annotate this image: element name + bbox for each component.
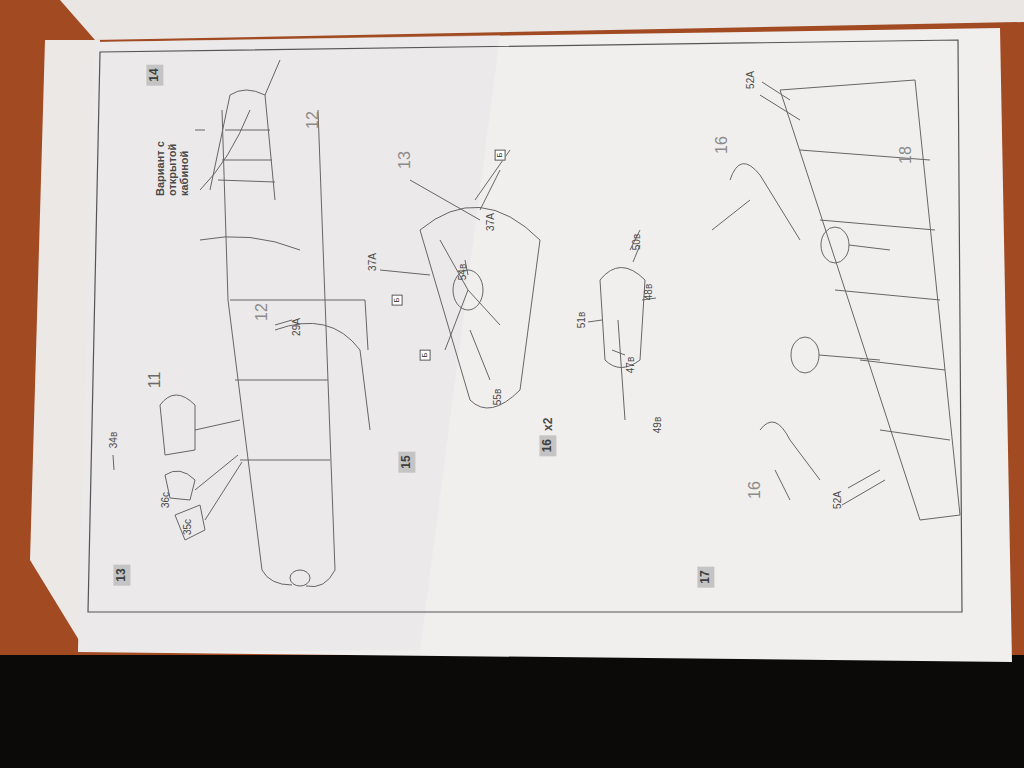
- part-number: 37А: [367, 253, 378, 271]
- step-label: 17: [697, 566, 714, 587]
- marker-box: Б: [495, 149, 506, 160]
- step-label: 16: [539, 435, 556, 456]
- view-number: 18: [897, 146, 915, 164]
- part-number: 35с: [182, 519, 193, 535]
- view-number: 16: [746, 481, 764, 499]
- page-frame: [88, 40, 962, 612]
- part-number: 47в: [625, 357, 636, 373]
- part-number: 52А: [745, 71, 756, 89]
- view-number: 16: [713, 136, 731, 154]
- view-number: 13: [396, 151, 414, 169]
- marker-box: Б: [420, 349, 431, 360]
- step-number: 14: [146, 64, 163, 85]
- marker-letter: Б: [495, 152, 504, 157]
- step-number: 17: [697, 566, 714, 587]
- part-number: 54в: [457, 264, 468, 280]
- marker-box: Б: [392, 294, 403, 305]
- marker-letter: Б: [392, 297, 401, 302]
- step-number: 13: [113, 564, 130, 585]
- part-number: 51в: [576, 312, 587, 328]
- instruction-page: [78, 28, 1012, 662]
- view-number: 12: [253, 303, 271, 321]
- view-number: 12: [304, 111, 322, 129]
- part-number: 36с: [160, 492, 171, 508]
- part-number: 29А: [291, 318, 302, 336]
- part-number: 48в: [643, 284, 654, 300]
- part-number: 37А: [485, 213, 496, 231]
- part-number: 50в: [631, 234, 642, 250]
- step-label: 15: [398, 451, 415, 472]
- dark-floor: [0, 655, 1024, 768]
- part-number: 34в: [108, 432, 119, 448]
- part-number: 49в: [652, 417, 663, 433]
- step-number: 15: [398, 451, 415, 472]
- marker-letter: Б: [420, 352, 429, 357]
- page-shade: [78, 35, 500, 652]
- view-number: 11: [146, 372, 164, 389]
- part-number: 52А: [832, 491, 843, 509]
- step-label: 13: [113, 564, 130, 585]
- part-number: 55в: [492, 389, 503, 405]
- line-art: [113, 60, 960, 587]
- step-number: 16x2: [539, 418, 556, 457]
- step-label: 14: [146, 64, 163, 85]
- variant-note: Вариант с открытой кабиной: [154, 134, 190, 196]
- quantity-note: x2: [541, 418, 555, 431]
